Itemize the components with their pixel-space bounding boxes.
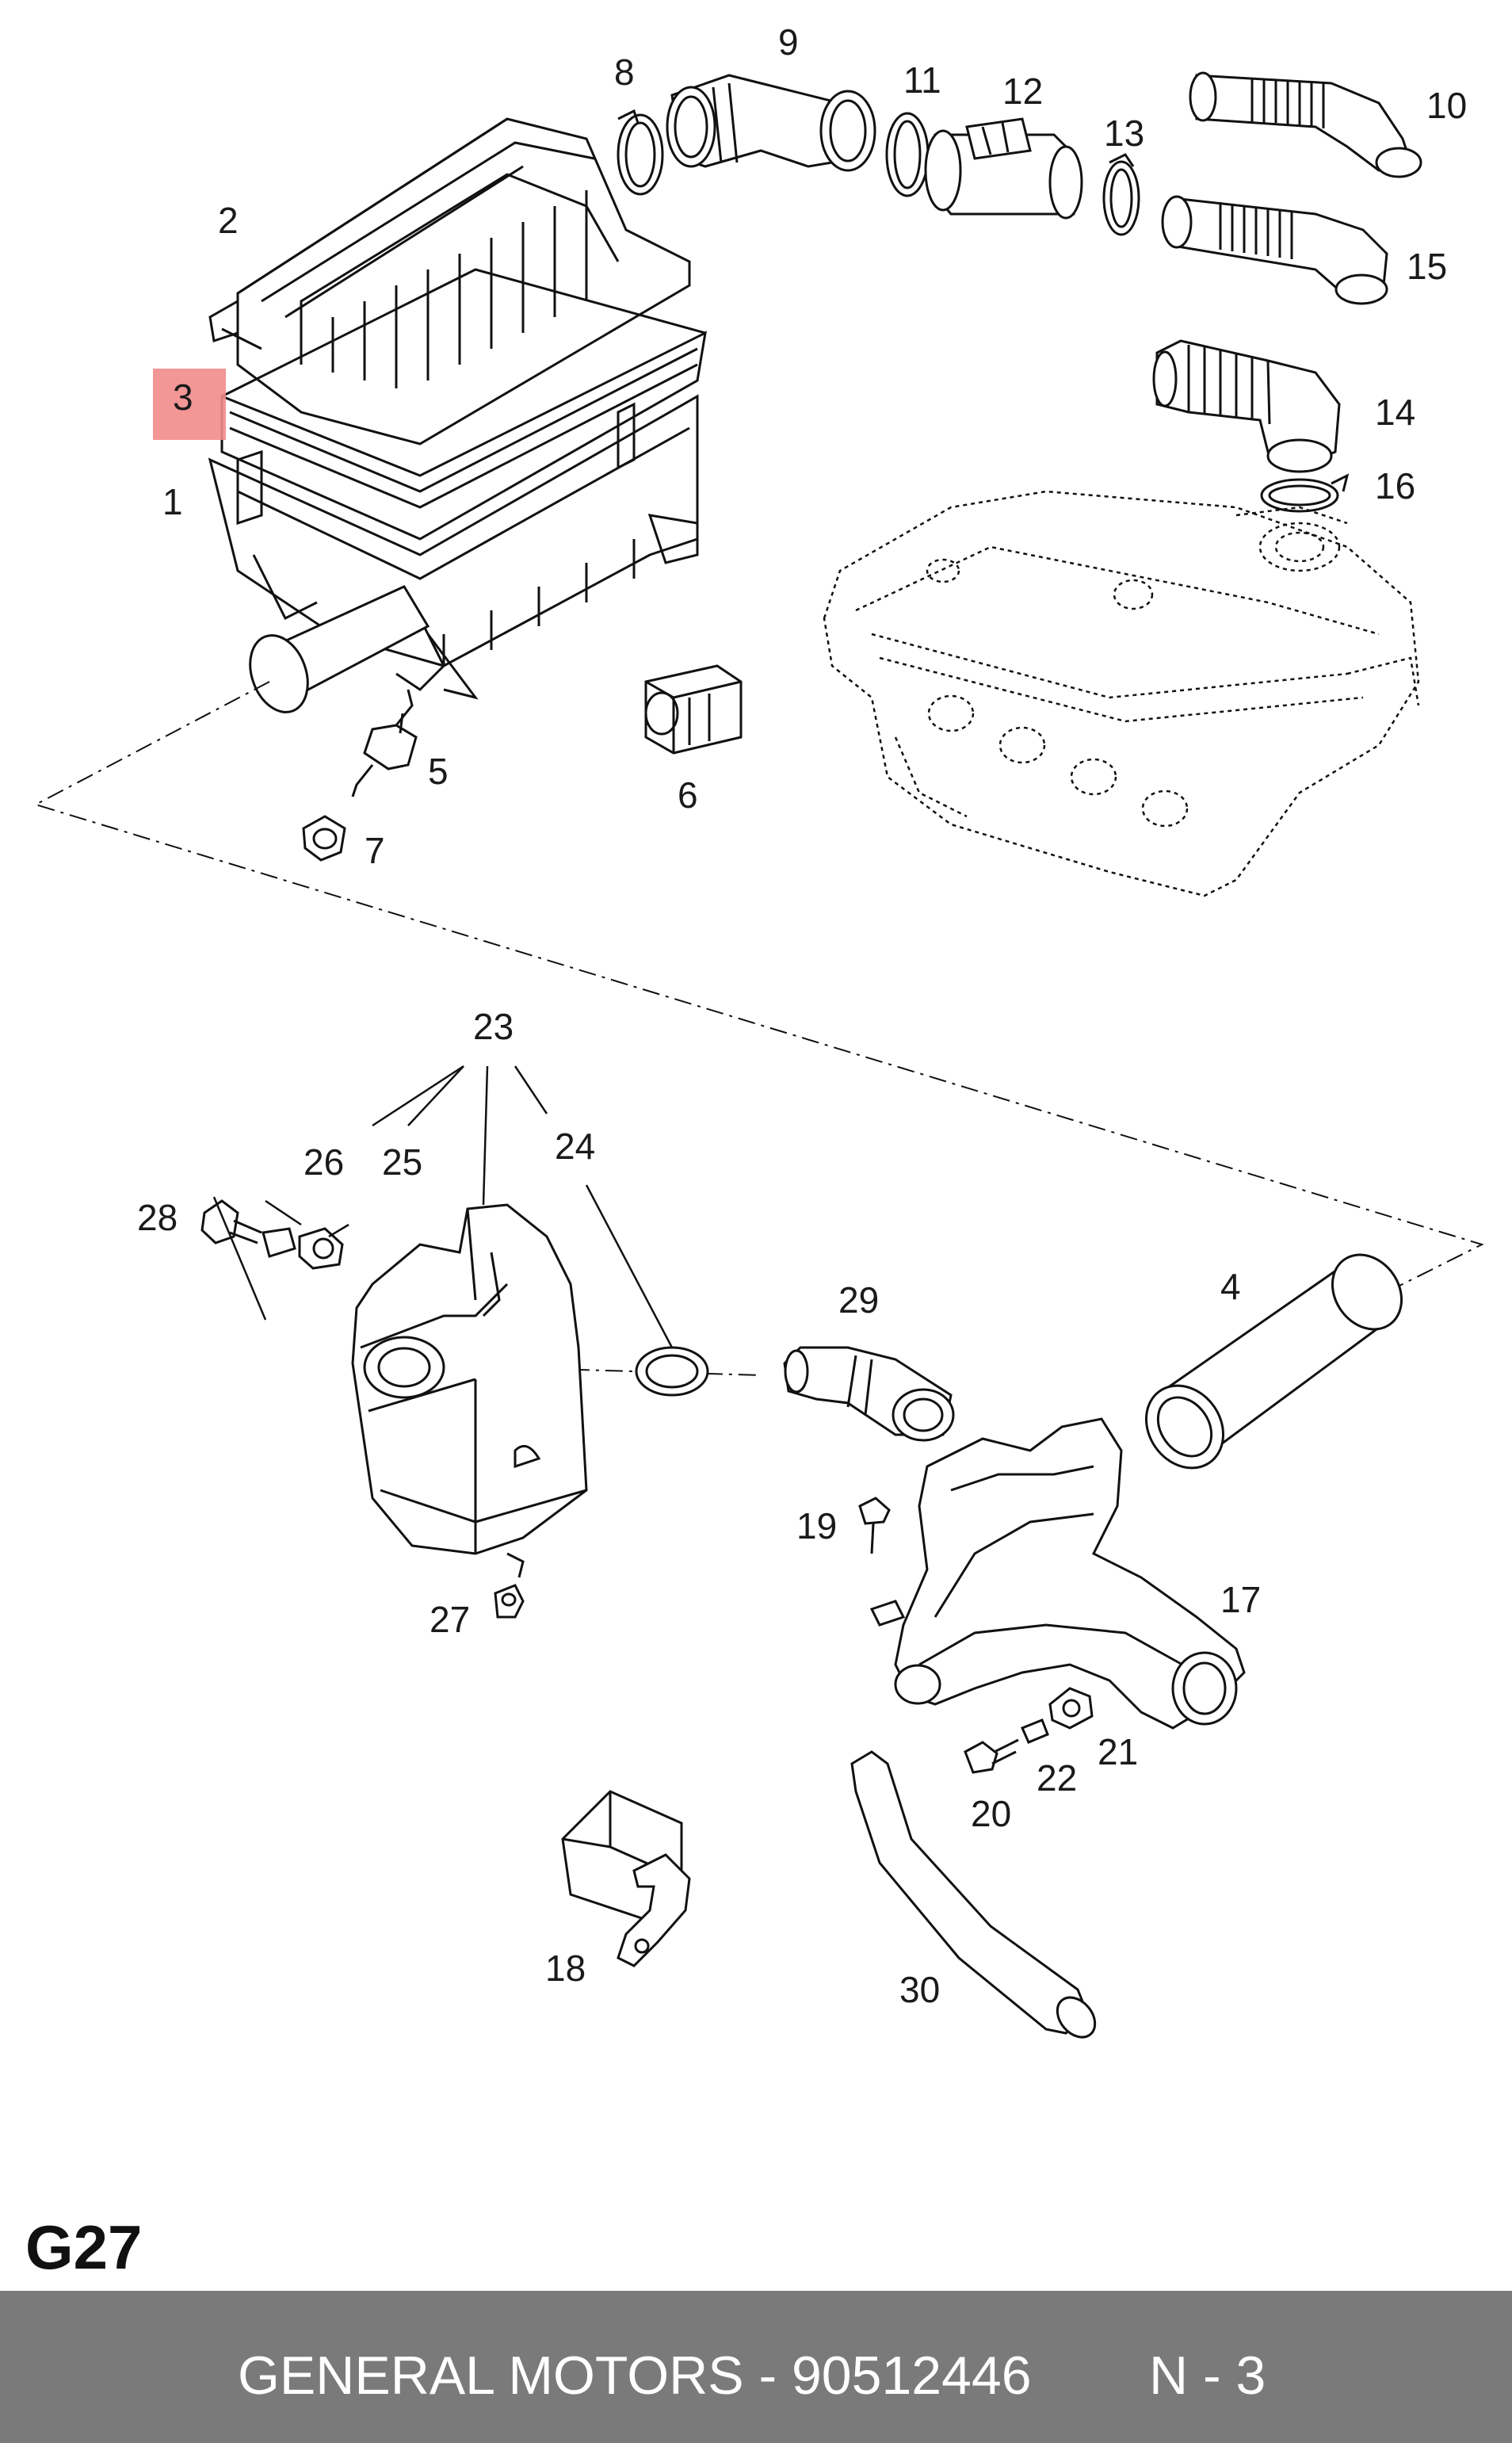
callout-26[interactable]: 26	[304, 1141, 345, 1183]
callout-29[interactable]: 29	[838, 1279, 880, 1321]
exploded-parts-diagram	[0, 0, 1512, 2291]
callout-18[interactable]: 18	[545, 1948, 586, 1989]
callout-11[interactable]: 11	[903, 59, 941, 101]
callout-3[interactable]: 3	[173, 377, 193, 418]
callout-8[interactable]: 8	[614, 52, 635, 93]
callout-21[interactable]: 21	[1098, 1731, 1139, 1772]
callout-27[interactable]: 27	[430, 1599, 471, 1640]
air-filter-element-part-3	[222, 270, 705, 539]
intake-hose-part-9	[667, 75, 875, 170]
callout-10[interactable]: 10	[1426, 85, 1468, 126]
bushing-part-25	[300, 1229, 342, 1268]
callout-1[interactable]: 1	[162, 481, 183, 522]
engine-block-reference	[824, 491, 1418, 896]
grommet-part-26	[263, 1229, 295, 1256]
intake-duct-part-17	[872, 1419, 1244, 1728]
callout-22[interactable]: 22	[1037, 1757, 1078, 1799]
callout-12[interactable]: 12	[1002, 71, 1044, 112]
callout-13[interactable]: 13	[1104, 113, 1145, 154]
bracket-part-18	[563, 1791, 689, 1966]
air-filter-housing-part-1	[210, 396, 697, 698]
housing-inlet-tube	[240, 587, 428, 721]
callout-7[interactable]: 7	[365, 830, 385, 871]
assembly-guide-line	[36, 682, 1482, 1288]
air-hose-part-15	[1163, 197, 1387, 304]
air-filter-cover-part-2	[210, 119, 689, 444]
seal-ring-part-24	[636, 1348, 708, 1395]
callout-5[interactable]: 5	[428, 751, 449, 792]
callout-4[interactable]: 4	[1220, 1266, 1241, 1307]
nut-part-7	[304, 816, 345, 860]
spacer-part-22	[1022, 1720, 1048, 1742]
callout-16[interactable]: 16	[1375, 465, 1416, 507]
footer-brand-part-number: GENERAL MOTORS - 90512446	[238, 2346, 1032, 2406]
rubber-mount-part-6	[646, 666, 741, 753]
callout-28[interactable]: 28	[137, 1197, 178, 1238]
callout-leader-lines	[214, 1066, 672, 1348]
intake-tube-part-4	[1131, 1241, 1416, 1483]
callout-23[interactable]: 23	[473, 1006, 514, 1047]
screw-part-19	[860, 1498, 889, 1554]
sheet-code: G27	[25, 2212, 143, 2282]
resonator-box-part-23	[353, 1205, 586, 1577]
breather-hose-part-30	[852, 1752, 1102, 2044]
air-hose-part-14	[1154, 341, 1339, 472]
callout-19[interactable]: 19	[796, 1505, 838, 1546]
callout-6[interactable]: 6	[678, 774, 698, 816]
nut-part-27	[495, 1585, 523, 1617]
callout-9[interactable]: 9	[778, 21, 799, 63]
footer-quantity: N - 3	[1149, 2346, 1266, 2406]
mass-airflow-sensor-part-12	[926, 119, 1082, 218]
hose-clamp-part-16	[1262, 476, 1347, 511]
callout-17[interactable]: 17	[1220, 1579, 1262, 1620]
footer-bar	[0, 2291, 1512, 2443]
hose-clamp-part-13	[1104, 155, 1139, 235]
callout-25[interactable]: 25	[382, 1141, 423, 1183]
air-hose-part-10	[1190, 73, 1421, 177]
callout-30[interactable]: 30	[899, 1969, 941, 2010]
callout-24[interactable]: 24	[555, 1126, 596, 1167]
part-highlight	[153, 369, 226, 440]
callout-2[interactable]: 2	[218, 200, 239, 241]
hose-clamp-part-11	[887, 113, 928, 196]
bushing-part-21	[1050, 1688, 1092, 1728]
connector-hose-part-29	[785, 1348, 953, 1440]
sensor-part-5	[353, 690, 416, 797]
hose-clamp-part-8	[618, 111, 662, 194]
callout-15[interactable]: 15	[1407, 246, 1448, 287]
bolt-part-28	[202, 1201, 262, 1243]
callout-20[interactable]: 20	[971, 1793, 1012, 1834]
bolt-part-20	[965, 1740, 1018, 1772]
callout-14[interactable]: 14	[1375, 392, 1416, 433]
